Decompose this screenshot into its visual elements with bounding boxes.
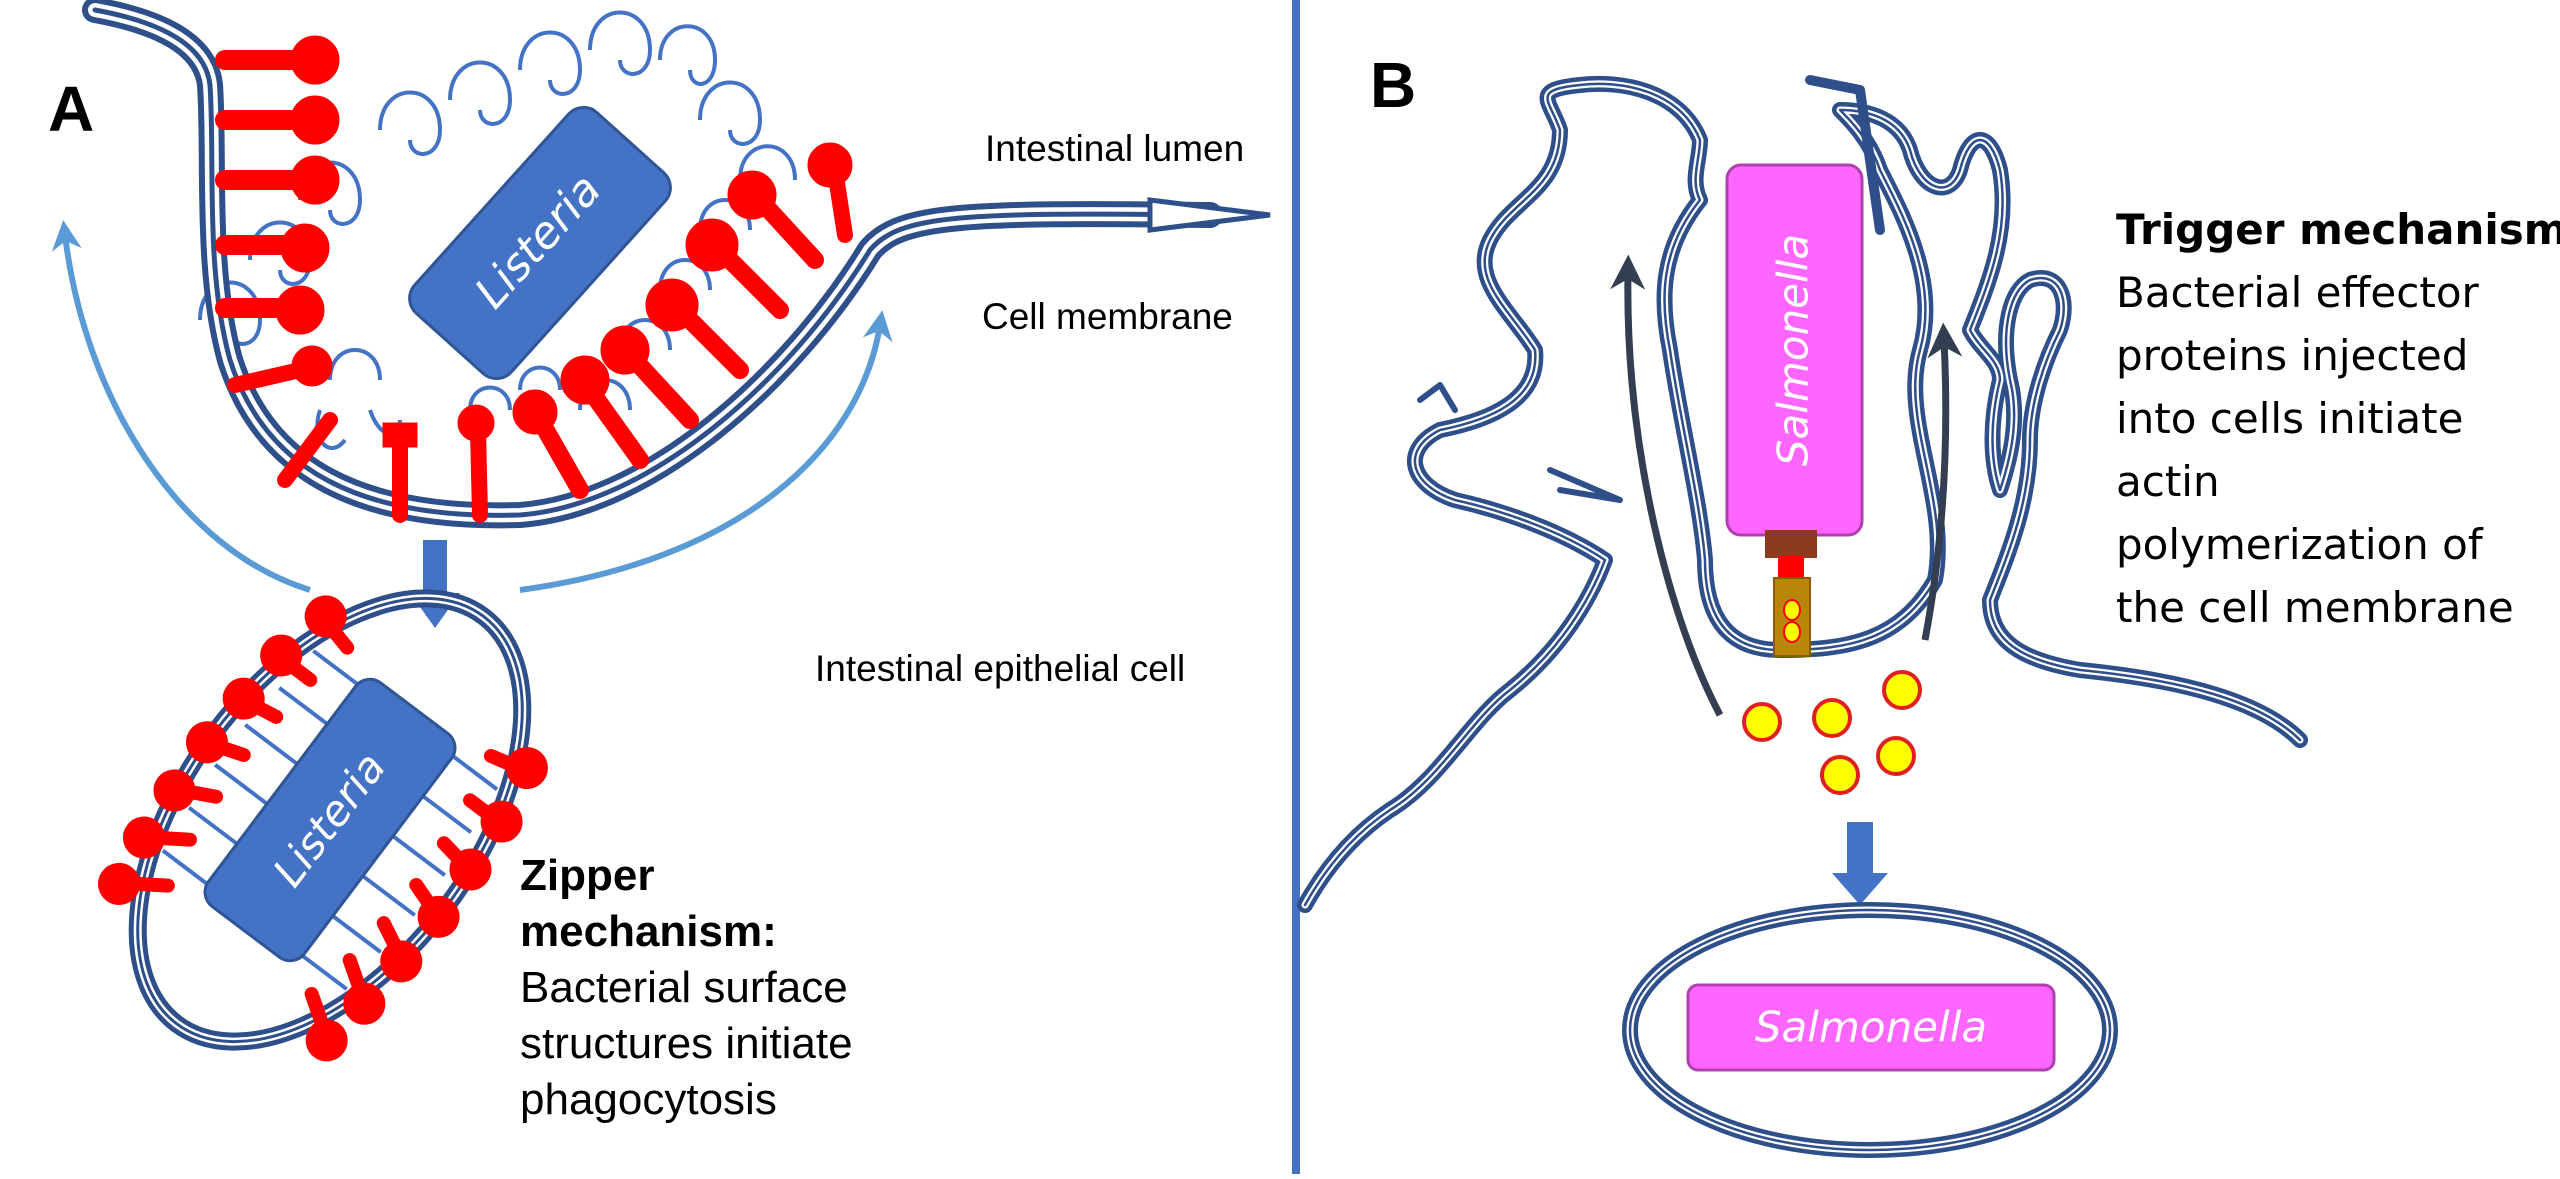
caption-b-body: Bacterial effector proteins injected int… [2116, 268, 2514, 632]
cell-membrane-a [82, 0, 1271, 529]
label-cell-membrane: Cell membrane [982, 296, 1233, 337]
down-arrow-b [1832, 822, 1888, 905]
panel-a-graphic: Listeria [51, 0, 1271, 1062]
label-intestinal-epithelial-cell: Intestinal epithelial cell [815, 648, 1186, 689]
caption-a-title-line2: mechanism: [520, 907, 777, 956]
injection-needle [1765, 530, 1817, 657]
down-arrow-a [410, 540, 460, 628]
receptors-left [215, 35, 340, 393]
caption-a-body: Bacterial surface structures initiate ph… [520, 963, 853, 1124]
receptors-bottom [277, 142, 853, 523]
caption-a-title-line1: Zipper [520, 851, 655, 900]
salmonella-label: Salmonella [1769, 234, 1818, 466]
effector-proteins [1742, 670, 1922, 795]
engulf-arrow-right [519, 310, 893, 593]
salmonella-bacterium: Salmonella [1725, 163, 1864, 537]
panel-b-graphic: Salmonella Salmonella [1297, 75, 2308, 1158]
actin-arrow-left [1610, 254, 1724, 717]
vacuole-salmonella: Salmonella [1622, 902, 2118, 1158]
panel-letter-a: A [48, 73, 95, 145]
caption-trigger-mechanism: Trigger mechanism: Bacterial effector pr… [2116, 198, 2560, 639]
actin-arrow-right [1921, 322, 1963, 641]
salmonella-engulfed-label: Salmonella [1755, 1003, 1987, 1052]
label-intestinal-lumen: Intestinal lumen [985, 128, 1245, 169]
caption-zipper-mechanism: Zipper mechanism: Bacterial surface stru… [520, 848, 940, 1128]
caption-b-title: Trigger mechanism: [2116, 205, 2560, 254]
phagosome-listeria: Listeria [98, 589, 548, 1062]
engulf-arrow-left [51, 220, 311, 593]
panel-letter-b: B [1370, 49, 1417, 121]
